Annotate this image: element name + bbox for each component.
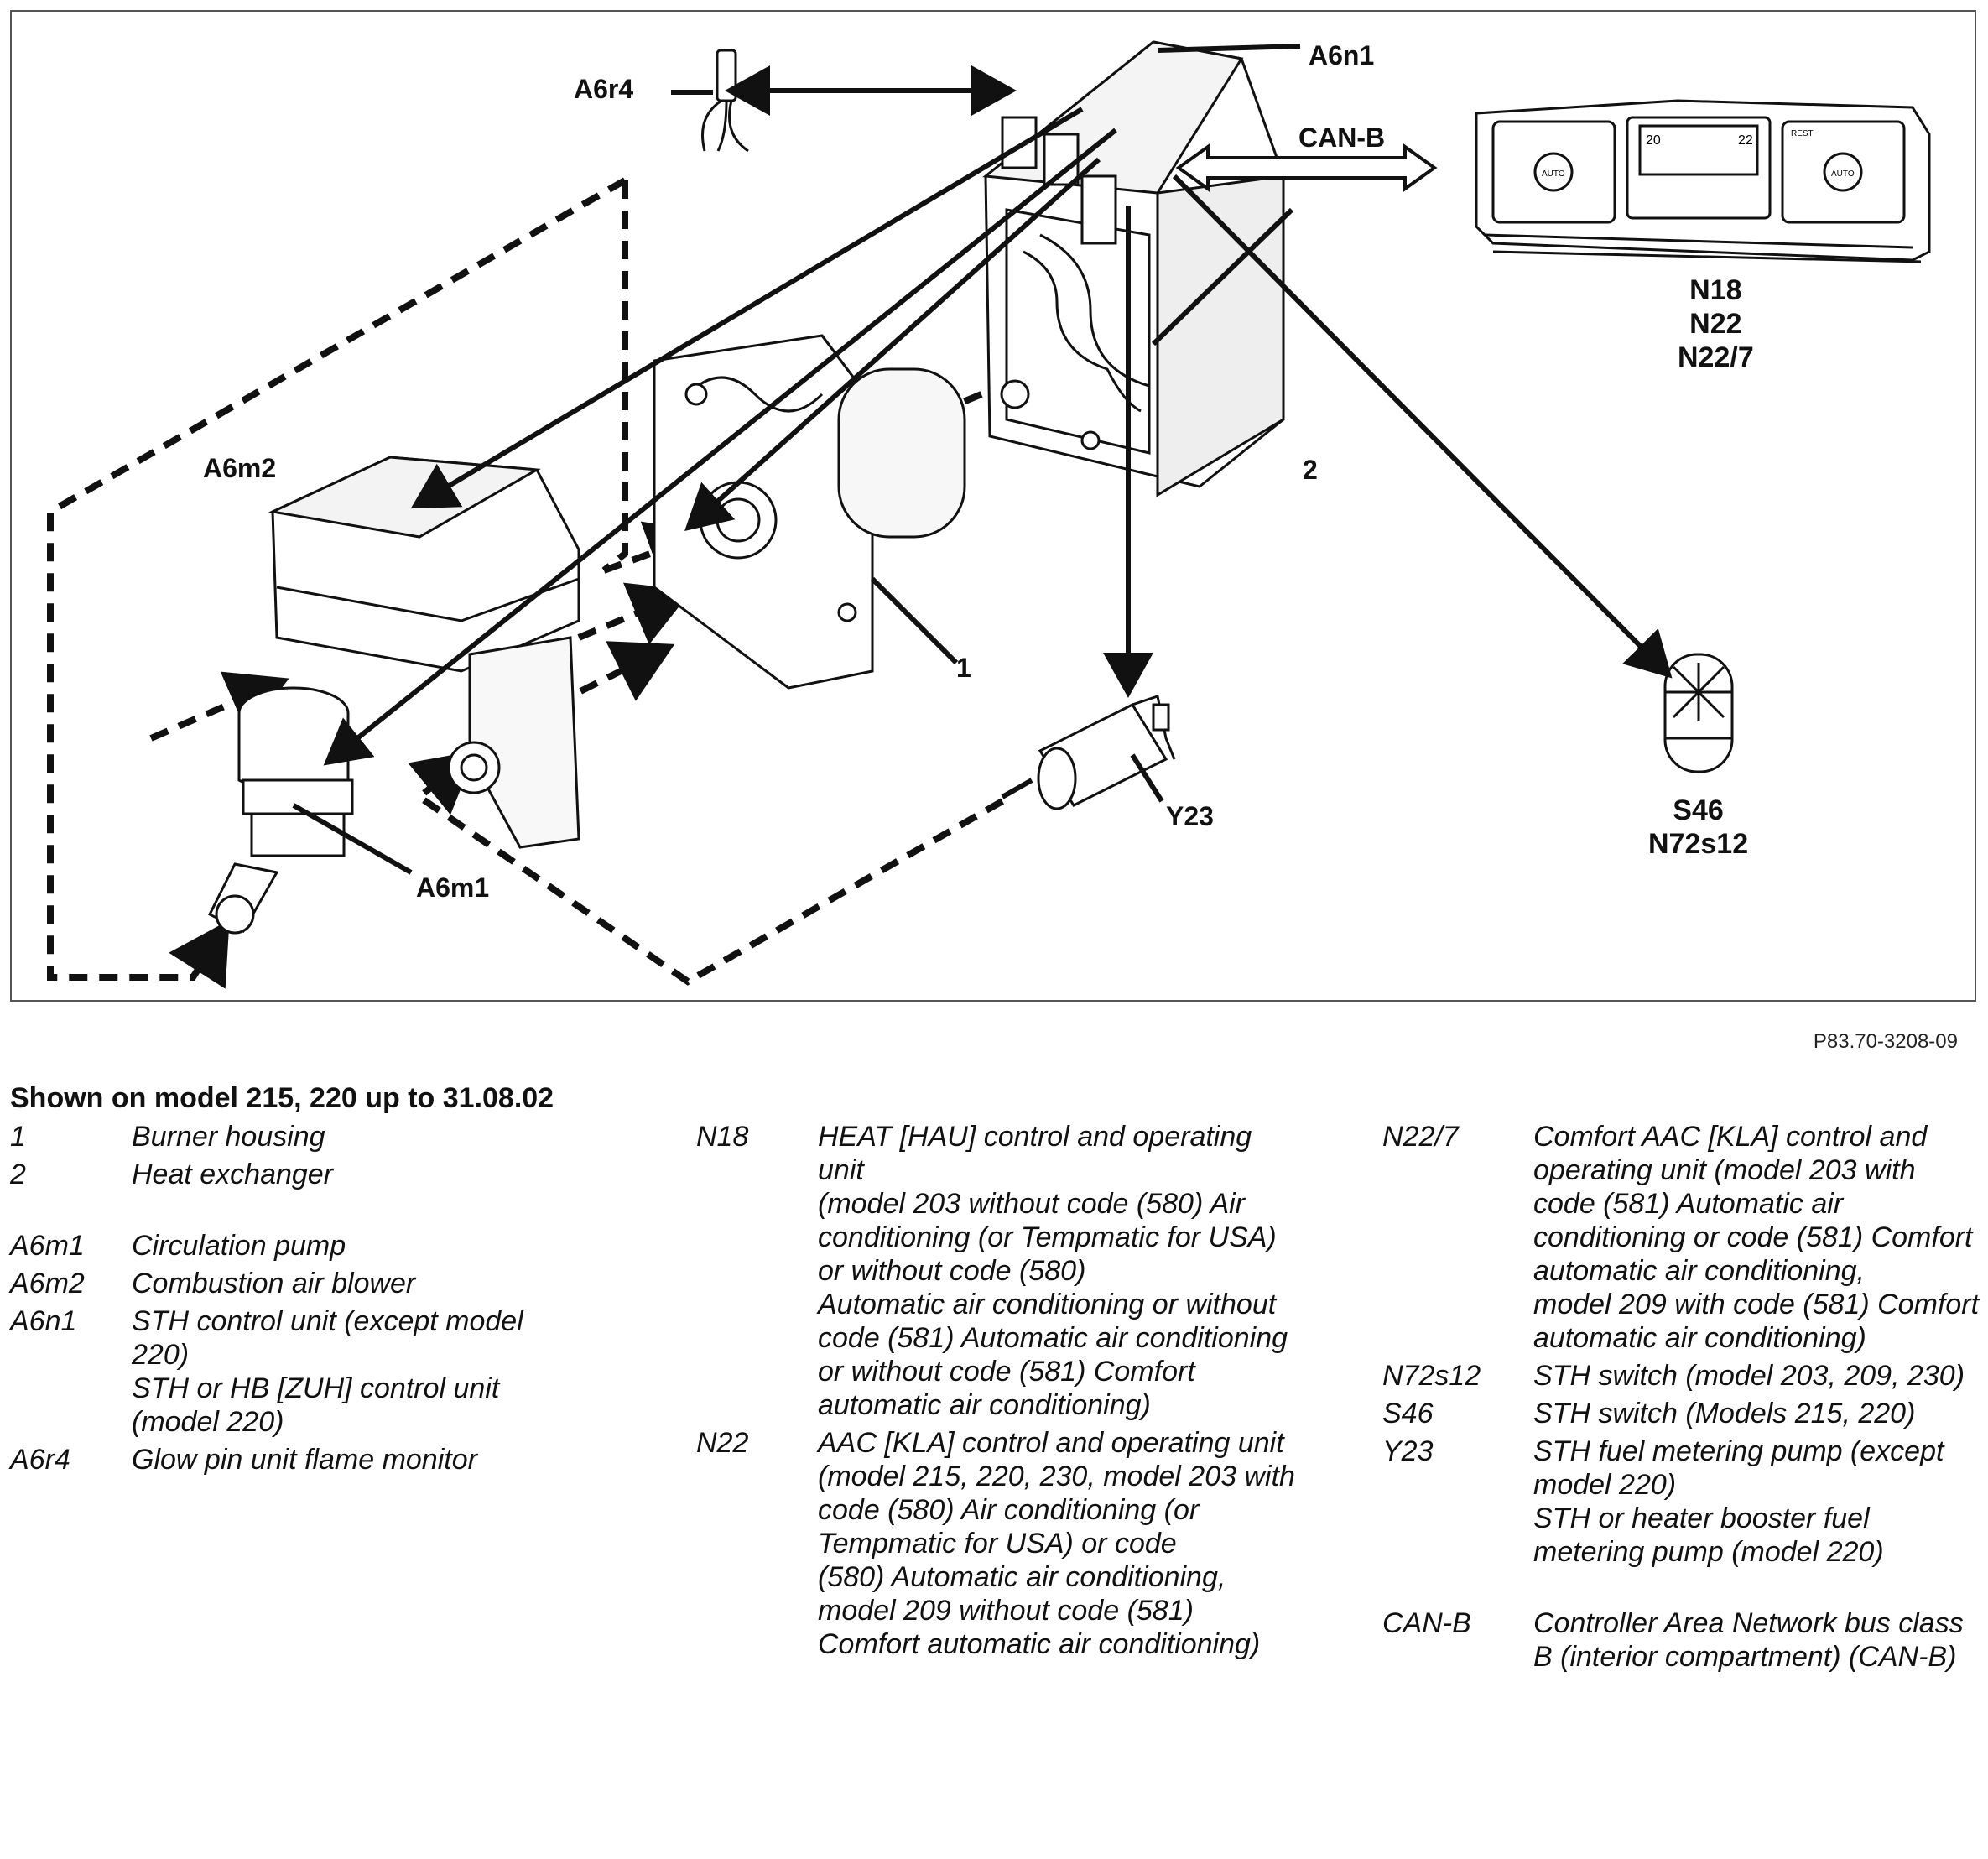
legend-description-line: STH switch (model 203, 209, 230)	[1533, 1360, 1965, 1392]
panel-rest-label: REST	[1791, 129, 1814, 138]
legend-row: N18 HEAT [HAU] control and operating unit…	[696, 1120, 1300, 1422]
heat-exchanger	[982, 40, 1285, 497]
legend-row: A6r4 Glow pin unit flame monitor	[10, 1443, 547, 1476]
callout-switch-group: S46 N72s12	[1648, 794, 1748, 861]
callout-can-b: CAN-B	[1298, 122, 1386, 153]
legend-description-line: Burner housing	[132, 1121, 325, 1153]
figure-code: P83.70-3208-09	[1813, 1030, 1958, 1053]
legend-spacer	[1382, 1573, 1980, 1606]
legend-description-line: Automatic air conditioning or without co…	[818, 1289, 1288, 1421]
legend-description: Combustion air blower	[132, 1267, 547, 1300]
glow-pin	[701, 49, 749, 153]
legend-description-line: STH fuel metering pump (except model 220…	[1533, 1435, 1944, 1501]
legend-row: CAN-B Controller Area Network bus class B…	[1382, 1606, 1980, 1674]
legend-description-line: (model 215, 220, 230, model 203 with cod…	[818, 1461, 1295, 1560]
legend-code: A6m2	[10, 1268, 85, 1299]
callout-a6m2: A6m2	[203, 453, 277, 483]
legend-description-line: STH control unit (except model 220)	[132, 1305, 523, 1371]
legend-description-line: Circulation pump	[132, 1230, 346, 1262]
legend-description-line: Comfort AAC [KLA] control and operating …	[1533, 1121, 1973, 1287]
legend-code: A6n1	[10, 1305, 77, 1337]
legend-code: S46	[1382, 1398, 1434, 1429]
callout-n22-7: N22/7	[1678, 341, 1754, 374]
legend-description: STH control unit (except model 220)STH o…	[132, 1304, 547, 1439]
legend-code: A6m1	[10, 1230, 85, 1262]
signal-lines	[292, 44, 1673, 875]
legend-description: Controller Area Network bus class B (int…	[1533, 1606, 1980, 1674]
legend-description-line: Combustion air blower	[132, 1268, 416, 1299]
legend-row: N22/7 Comfort AAC [KLA] control and opera…	[1382, 1120, 1980, 1355]
panel-right-temp: 22	[1738, 133, 1753, 148]
legend-description: STH fuel metering pump (except model 220…	[1533, 1435, 1980, 1569]
legend-code: CAN-B	[1382, 1607, 1471, 1639]
legend-description-line: (580) Automatic air conditioning, model …	[818, 1561, 1261, 1660]
can-b-arrow	[1175, 143, 1438, 192]
legend-description-line: Controller Area Network bus class B (int…	[1533, 1607, 1964, 1673]
fuel-metering-pump	[1001, 695, 1176, 810]
panel-auto-right: AUTO	[1831, 169, 1855, 179]
legend-row: S46 STH switch (Models 215, 220)	[1382, 1397, 1980, 1430]
circulation-pump	[207, 686, 354, 935]
callout-a6n1: A6n1	[1309, 40, 1375, 70]
legend-column-3: N22/7 Comfort AAC [KLA] control and opera…	[1382, 1120, 1980, 1678]
legend-code: N22	[696, 1427, 749, 1459]
legend-description: Circulation pump	[132, 1229, 547, 1263]
legend-row: Y23 STH fuel metering pump (except model …	[1382, 1435, 1980, 1569]
burner-housing	[653, 334, 966, 690]
legend-description: Heat exchanger	[132, 1158, 547, 1191]
callout-n72s12: N72s12	[1648, 828, 1749, 861]
combustion-air-blower	[268, 456, 580, 849]
legend-code: Y23	[1382, 1435, 1434, 1467]
legend-description: STH switch (Models 215, 220)	[1533, 1397, 1980, 1430]
legend-spacer	[10, 1195, 547, 1229]
legend-column-2: N18 HEAT [HAU] control and operating unit…	[696, 1120, 1300, 1665]
legend-code: A6r4	[10, 1444, 70, 1476]
legend-description: Comfort AAC [KLA] control and operating …	[1533, 1120, 1980, 1355]
legend-description-line: HEAT [HAU] control and operating unit	[818, 1121, 1252, 1186]
legend-description-line: STH or heater booster fuel metering pump…	[1533, 1502, 1884, 1568]
legend-row: 1 Burner housing	[10, 1120, 547, 1153]
legend-description-line: Heat exchanger	[132, 1159, 334, 1190]
legend-row: A6m2 Combustion air blower	[10, 1267, 547, 1300]
legend-description-line: STH switch (Models 215, 220)	[1533, 1398, 1916, 1429]
legend-description: AAC [KLA] control and operating unit(mod…	[818, 1426, 1300, 1661]
callout-a6r4: A6r4	[574, 74, 634, 104]
panel-auto-left: AUTO	[1542, 169, 1565, 179]
heater-system-diagram: 20 22 AUTO AUTO REST	[47, 40, 1931, 989]
legend-row: A6n1 STH control unit (except model 220)S…	[10, 1304, 547, 1439]
callout-y23: Y23	[1166, 801, 1214, 831]
control-panel	[1475, 99, 1931, 263]
legend-description: Glow pin unit flame monitor	[132, 1443, 547, 1476]
callout-panel-group: N18 N22 N22/7	[1678, 273, 1754, 374]
legend-description-line: Glow pin unit flame monitor	[132, 1444, 477, 1476]
legend-description-line: AAC [KLA] control and operating unit	[818, 1427, 1284, 1459]
coolant-circuit-dashed	[47, 177, 1118, 989]
callout-a6m1: A6m1	[416, 872, 490, 903]
panel-left-temp: 20	[1646, 133, 1661, 148]
legend-description: HEAT [HAU] control and operating unit(mo…	[818, 1120, 1300, 1422]
legend-code: 2	[10, 1159, 26, 1190]
legend-description-line: model 209 with code (581) Comfort automa…	[1533, 1289, 1980, 1354]
callout-1: 1	[956, 653, 971, 683]
legend-code: 1	[10, 1121, 26, 1153]
callout-n22: N22	[1689, 308, 1742, 341]
legend-row: A6m1 Circulation pump	[10, 1229, 547, 1263]
legend-description: Burner housing	[132, 1120, 547, 1153]
legend-description-line: (model 203 without code (580) Air condit…	[818, 1188, 1277, 1287]
legend-description-line: STH or HB [ZUH] control unit (model 220)	[132, 1372, 500, 1438]
legend-row: N72s12 STH switch (model 203, 209, 230)	[1382, 1359, 1980, 1393]
callout-n18: N18	[1689, 274, 1742, 306]
legend-code: N72s12	[1382, 1360, 1481, 1392]
callout-s46: S46	[1673, 794, 1724, 826]
legend-code: N22/7	[1382, 1121, 1459, 1153]
sth-switch	[1663, 653, 1734, 773]
legend-row: 2 Heat exchanger	[10, 1158, 547, 1191]
legend-code: N18	[696, 1121, 749, 1153]
caption-title: Shown on model 215, 220 up to 31.08.02	[10, 1082, 554, 1114]
callout-2: 2	[1303, 455, 1318, 485]
legend-description: STH switch (model 203, 209, 230)	[1533, 1359, 1980, 1393]
